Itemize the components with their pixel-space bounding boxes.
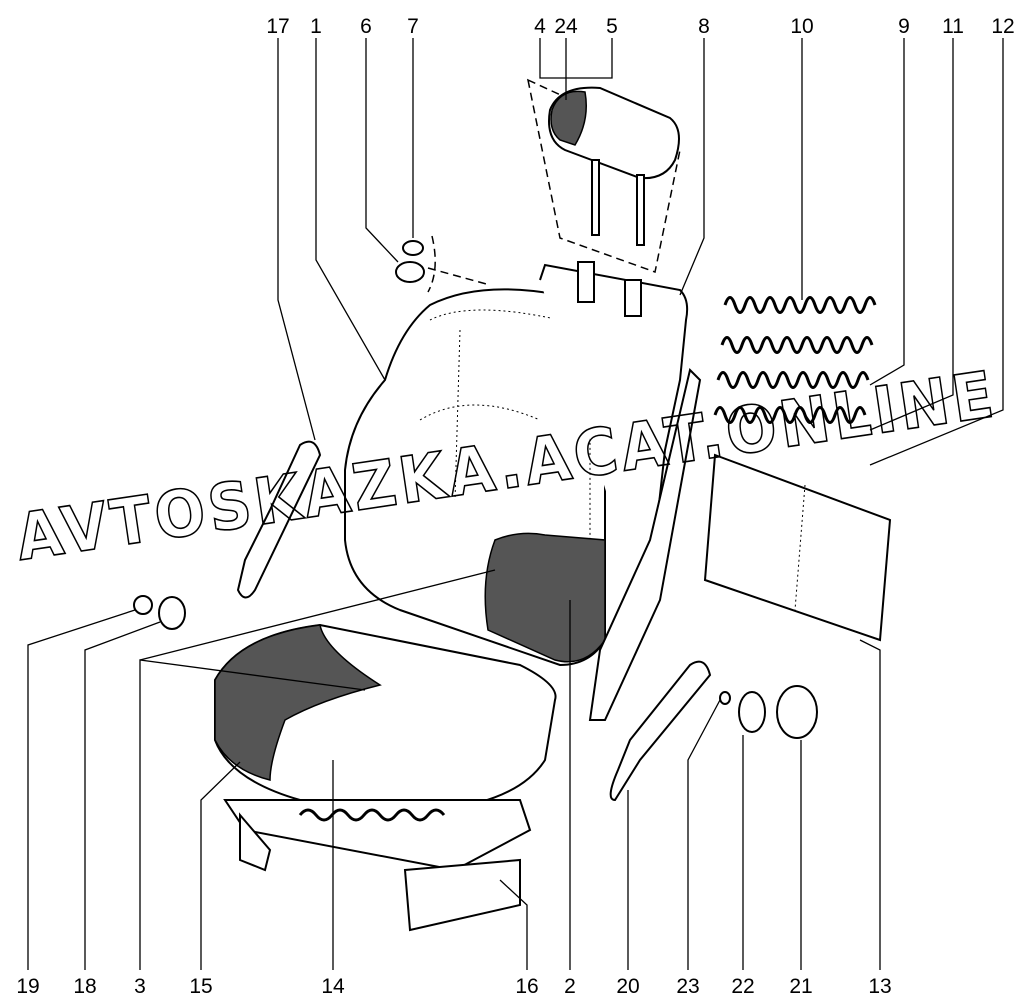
callout-23: 23: [676, 975, 699, 998]
back-panel: [703, 453, 892, 642]
callout-14: 14: [321, 975, 345, 998]
grommets: [395, 235, 491, 293]
callout-7: 7: [407, 15, 419, 38]
back-springs: [713, 296, 877, 424]
callout-18: 18: [73, 975, 96, 998]
callout-15: 15: [189, 975, 212, 998]
callout-10: 10: [790, 15, 813, 38]
callout-8: 8: [698, 15, 710, 38]
seat-cushion: [214, 623, 557, 812]
callout-6: 6: [360, 15, 372, 38]
cushion-frame: [223, 799, 532, 932]
callout-16: 16: [515, 975, 538, 998]
callout-4: 4: [534, 15, 546, 38]
leader-lines: [27, 38, 1004, 970]
callout-21: 21: [789, 975, 812, 998]
plug-18: [158, 596, 186, 630]
left-bracket: [236, 440, 322, 599]
seat-back: [344, 288, 606, 667]
washer-19: [133, 595, 153, 615]
callout-11: 11: [942, 15, 964, 38]
right-bracket: [609, 660, 712, 802]
callout-22: 22: [731, 975, 754, 998]
callout-20: 20: [616, 975, 639, 998]
knob-22: [738, 691, 766, 733]
callout-5: 5: [606, 15, 618, 38]
washer-23: [719, 691, 731, 705]
callout-3: 3: [134, 975, 146, 998]
headrest: [526, 78, 681, 273]
callout-24: 24: [554, 15, 578, 38]
callout-19: 19: [16, 975, 39, 998]
callout-1: 1: [310, 15, 322, 38]
callout-13: 13: [868, 975, 891, 998]
seat-back-frame: [539, 261, 702, 721]
callout-12: 12: [991, 15, 1014, 38]
callout-2: 2: [564, 975, 576, 998]
callout-17: 17: [266, 15, 289, 38]
knob-21: [776, 685, 818, 739]
callout-9: 9: [898, 15, 910, 38]
